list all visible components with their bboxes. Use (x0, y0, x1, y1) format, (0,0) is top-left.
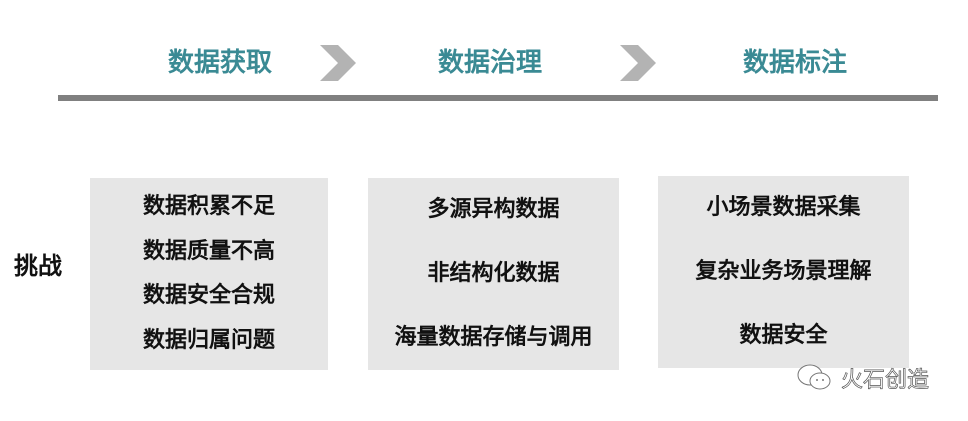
watermark-text: 火石创造 (841, 368, 930, 394)
challenge-item: 数据安全合规 (142, 283, 275, 309)
challenge-item: 数据积累不足 (142, 194, 275, 220)
row-label: 挑战 (14, 252, 62, 280)
stage-title-annotation: 数据标注 (742, 48, 847, 78)
challenge-item: 小场景数据采集 (706, 195, 861, 220)
challenge-item: 复杂业务场景理解 (695, 259, 872, 284)
stage-title-acquisition: 数据获取 (167, 48, 272, 78)
challenge-box-governance: 多源异构数据 非结构化数据 海量数据存储与调用 (368, 178, 619, 370)
chevron-right-icon (320, 45, 356, 81)
watermark: 火石创造 (795, 362, 929, 394)
stage-title-governance: 数据治理 (437, 48, 542, 78)
challenge-item: 数据质量不高 (142, 238, 275, 264)
divider-bar (58, 95, 938, 101)
chevron-right-icon (620, 45, 656, 81)
wechat-icon (797, 364, 831, 390)
challenge-item: 多源异构数据 (427, 197, 560, 222)
challenge-box-annotation: 小场景数据采集 复杂业务场景理解 数据安全 (658, 176, 909, 368)
challenge-item: 数据安全 (739, 323, 828, 348)
challenge-box-acquisition: 数据积累不足 数据质量不高 数据安全合规 数据归属问题 (90, 178, 328, 370)
challenge-item: 非结构化数据 (427, 261, 560, 286)
challenge-item: 数据归属问题 (142, 327, 275, 353)
challenge-item: 海量数据存储与调用 (394, 325, 593, 350)
